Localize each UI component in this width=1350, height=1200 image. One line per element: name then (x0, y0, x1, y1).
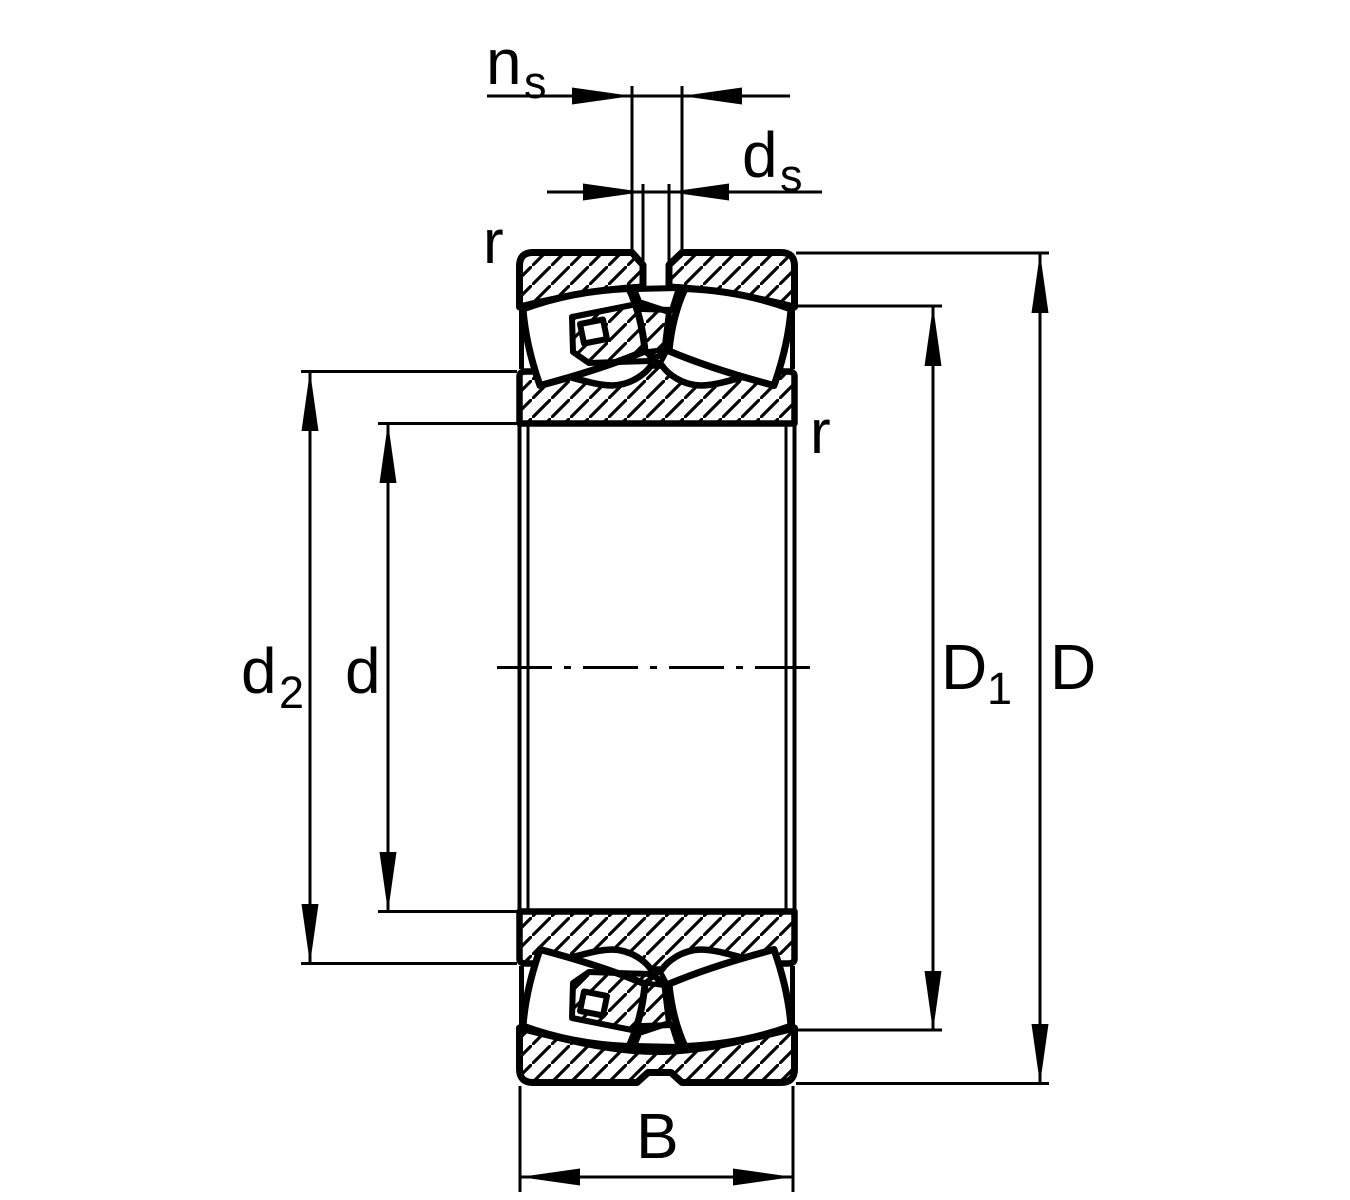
arrow-B-right (733, 1168, 793, 1186)
arrow-B-left (520, 1168, 580, 1186)
arrow-ns-right (682, 87, 742, 105)
label-B: B (636, 1100, 679, 1172)
arrow-ns-left (572, 87, 632, 105)
dimension-lines (308, 94, 1042, 1179)
label-ds-base: d (742, 119, 778, 191)
arrowheads (301, 87, 1049, 1186)
roller-top-right (665, 285, 795, 389)
arrow-D-bottom (1031, 1024, 1049, 1084)
label-D1-sub: 1 (987, 663, 1012, 714)
arrow-d2-top (301, 371, 319, 431)
label-r-right: r (810, 398, 831, 467)
roller-bottom-right (665, 946, 795, 1050)
label-D1-base: D (941, 631, 987, 703)
arrow-d-top (379, 423, 397, 483)
label-d: d (345, 635, 381, 707)
dimension-labels: n s d s r r d 2 d D 1 D B (241, 26, 1096, 1172)
cage-tip-top (642, 346, 671, 367)
arrow-D-top (1031, 253, 1049, 313)
arrow-ds-right (669, 183, 729, 201)
label-D: D (1050, 631, 1096, 703)
label-d2-sub: 2 (279, 667, 304, 718)
label-d2-base: d (241, 635, 277, 707)
cage-tip-bottom (642, 968, 671, 989)
arrow-ds-left (583, 183, 643, 201)
arrow-d-bottom (379, 852, 397, 912)
extension-lines (301, 86, 1049, 1192)
arrow-D1-bottom (924, 971, 942, 1031)
bearing-bottom-half (516, 908, 798, 1050)
label-ds-sub: s (780, 150, 803, 201)
arrow-d2-bottom (301, 904, 319, 964)
bearing-top-half (516, 249, 798, 427)
label-r-top-left: r (483, 208, 504, 277)
label-ns-base: n (486, 26, 522, 98)
bore-structure (497, 421, 816, 914)
label-ns-sub: s (524, 57, 547, 108)
arrow-D1-top (924, 306, 942, 366)
